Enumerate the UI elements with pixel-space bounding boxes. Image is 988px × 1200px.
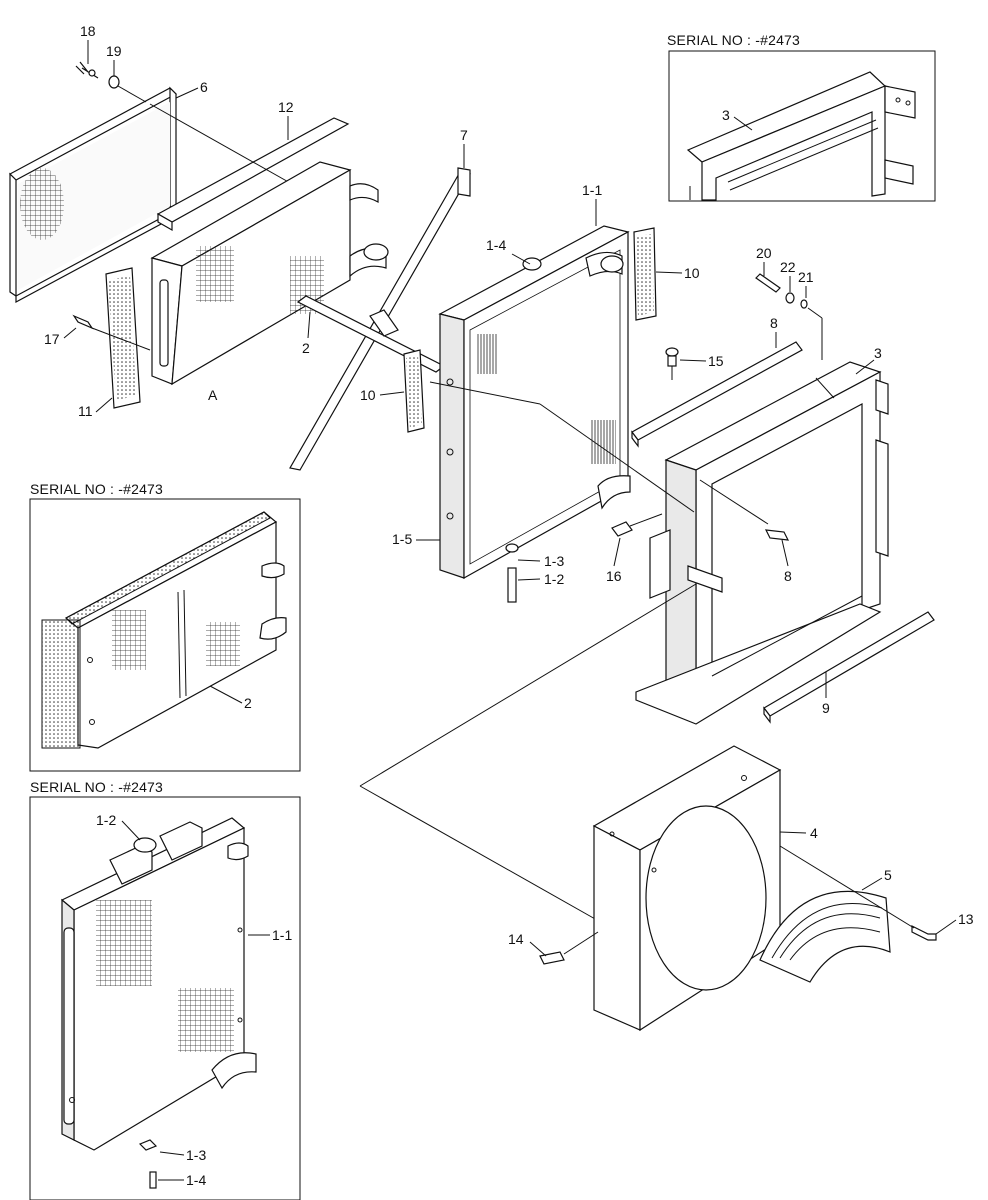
callout-3: 3 — [722, 107, 730, 123]
callout-14: 14 — [508, 931, 524, 947]
radiator-core-old — [60, 817, 257, 1189]
part-20-bolt — [755, 273, 781, 293]
inset-frame — [29, 498, 301, 772]
part-18-wing-bolt — [75, 61, 99, 79]
inset-frame — [29, 796, 301, 1200]
part-8-bolt — [764, 529, 790, 541]
part-8-upper-seal-strip — [631, 341, 803, 448]
callout-20: 20 — [756, 245, 772, 261]
part-12-seal-strip — [156, 117, 350, 232]
callout-4: 4 — [810, 825, 818, 841]
part-15-bolt — [665, 347, 679, 380]
part-22-washer — [785, 292, 795, 304]
callout-12: 12 — [278, 99, 294, 115]
callout-3: 3 — [874, 345, 882, 361]
callout-8: 8 — [784, 568, 792, 584]
part-10-seal-left — [403, 349, 425, 433]
callout-2: 2 — [244, 695, 252, 711]
part-4-fan-shroud — [592, 745, 782, 1032]
serial-label: SERIAL NO : -#2473 — [30, 779, 163, 795]
part-16-bolt — [611, 513, 663, 537]
part-13-bolt — [911, 925, 937, 941]
callout-8: 8 — [770, 315, 778, 331]
inset-frame — [668, 50, 936, 202]
callout-1-2: 1-2 — [96, 812, 116, 828]
callout-19: 19 — [106, 43, 122, 59]
callout-10: 10 — [684, 265, 700, 281]
callout-21: 21 — [798, 269, 814, 285]
callout-1-1: 1-1 — [582, 182, 602, 198]
part-1-1-radiator — [438, 225, 631, 580]
radiator-old-variant — [41, 511, 287, 749]
shroud-bracket-old — [686, 71, 916, 201]
part-1-3-drain-cock — [505, 543, 519, 553]
callout-1-3: 1-3 — [186, 1147, 206, 1163]
callout-7: 7 — [460, 127, 468, 143]
part-1-2-drain-hose — [507, 567, 517, 603]
callout-10: 10 — [360, 387, 376, 403]
part-5-fan-guard — [759, 890, 891, 983]
callout-1-4: 1-4 — [486, 237, 506, 253]
callout-22: 22 — [780, 259, 796, 275]
serial-label: SERIAL NO : -#2473 — [667, 32, 800, 48]
callout-9: 9 — [822, 700, 830, 716]
callout-1-3: 1-3 — [544, 553, 564, 569]
inset-mid-left: SERIAL NO : -#2473 2 — [29, 481, 301, 772]
callout-a: A — [208, 387, 218, 403]
part-9-lower-seal-strip — [763, 611, 935, 724]
inset-top-right: SERIAL NO : -#2473 3 — [667, 32, 936, 202]
callout-1-4: 1-4 — [186, 1172, 206, 1188]
part-21-nut — [800, 299, 808, 309]
part-3-shroud-bracket — [635, 361, 889, 725]
callout-1-1: 1-1 — [272, 927, 292, 943]
part-14-bolt — [539, 931, 599, 965]
callout-18: 18 — [80, 23, 96, 39]
callout-16: 16 — [606, 568, 622, 584]
part-2-radiator — [150, 161, 389, 386]
callout-11: 11 — [78, 403, 93, 419]
callout-2: 2 — [302, 340, 310, 356]
serial-label: SERIAL NO : -#2473 — [30, 481, 163, 497]
part-6-screen — [9, 86, 177, 304]
callout-1-2: 1-2 — [544, 571, 564, 587]
callout-6: 6 — [200, 79, 208, 95]
callout-13: 13 — [958, 911, 974, 927]
part-17-bolt — [72, 314, 151, 351]
part-10-seal-right — [633, 227, 657, 321]
inset-bottom-left: SERIAL NO : -#2473 1-2 1-1 1-3 1-4 — [29, 779, 301, 1200]
callout-15: 15 — [708, 353, 724, 369]
part-19-washer — [108, 75, 120, 89]
callout-17: 17 — [44, 331, 60, 347]
callout-1-5: 1-5 — [392, 531, 412, 547]
part-11-side-seal — [105, 267, 141, 409]
main-callouts: 18 19 6 12 7 1-1 1-4 10 20 22 21 17 2 8 … — [44, 23, 974, 957]
callout-5: 5 — [884, 867, 892, 883]
